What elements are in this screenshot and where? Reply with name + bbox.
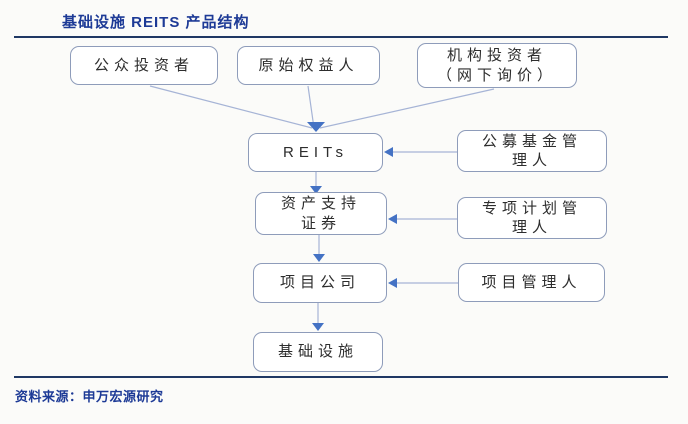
node-public-fund-manager: 公募基金管 理人 [457, 130, 607, 172]
edge-public-investors-to-reits [149, 85, 313, 129]
figure-title: 基础设施 REITS 产品结构 [62, 14, 250, 31]
node-abs: 资产支持 证券 [255, 192, 387, 235]
node-infrastructure: 基础设施 [253, 332, 383, 372]
node-original-equity-holder: 原始权益人 [237, 46, 380, 85]
bottom-rule [14, 376, 668, 378]
edge-original-equity-holder-to-reits [307, 85, 315, 129]
arrowhead-into-project-company-top [313, 254, 325, 262]
arrowhead-into-infrastructure-top [312, 323, 324, 331]
node-project-company: 项目公司 [253, 263, 387, 303]
top-rule [14, 36, 668, 38]
source-note: 资料来源：申万宏源研究 [15, 389, 164, 404]
node-reits: REITs [248, 133, 383, 172]
node-institutional-investors: 机构投资者 （网下询价） [417, 43, 577, 88]
node-project-manager: 项目管理人 [458, 263, 605, 302]
arrowhead-into-reits-top [307, 122, 325, 132]
node-special-plan-manager: 专项计划管 理人 [457, 197, 607, 239]
edge-institutional-investors-to-reits [319, 88, 495, 129]
node-public-investors: 公众投资者 [70, 46, 218, 85]
arrowhead-into-abs-right [388, 214, 397, 224]
arrowhead-into-reits-right [384, 147, 393, 157]
arrowhead-into-project-company-right [388, 278, 397, 288]
